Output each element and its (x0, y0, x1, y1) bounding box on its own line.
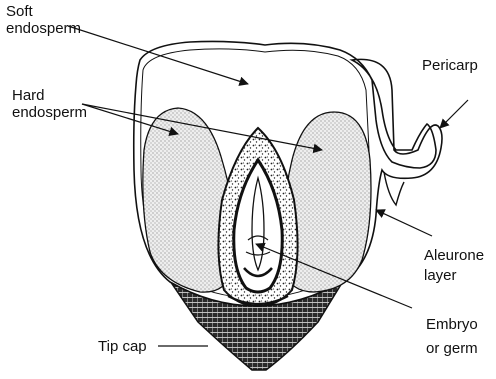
pericarp-label: Pericarp (422, 57, 478, 74)
embryo-label-line2: or germ (426, 340, 478, 357)
aleurone-pointer (376, 210, 432, 236)
hard-endosperm-label-line2: endosperm (12, 104, 87, 121)
hard-endosperm-label-line1: Hard (12, 87, 45, 104)
embryo-label-line1: Embryo (426, 316, 478, 333)
aleurone-label-line1: Aleurone (424, 247, 484, 264)
soft-endosperm-label-line2: endosperm (6, 20, 81, 37)
soft-endosperm-label-line1: Soft (6, 3, 34, 20)
tip-cap-label: Tip cap (98, 338, 147, 355)
aleurone-label-line2: layer (424, 267, 457, 284)
pericarp-pointer (440, 100, 468, 128)
